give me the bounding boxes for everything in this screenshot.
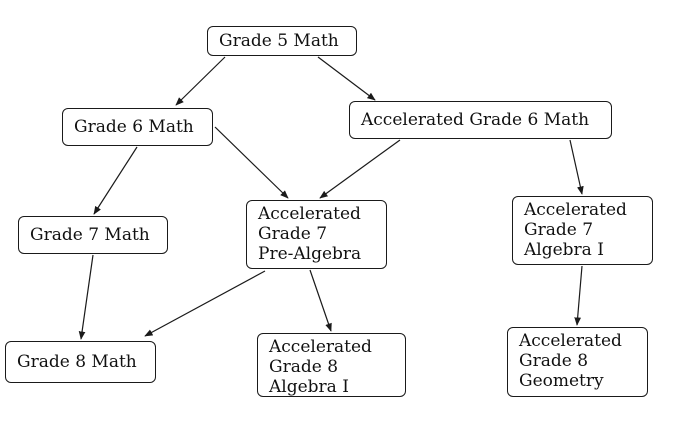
arrow-g5-to-g6 — [175, 56, 226, 106]
node-label-line: Pre-Algebra — [258, 244, 362, 264]
node-label-line: Accelerated — [269, 337, 372, 357]
node-label-line: Grade 5 Math — [219, 31, 339, 51]
node-accelerated-grade-8-geometry: Accelerated Grade 8 Geometry — [507, 327, 648, 397]
node-label: Grade 6 Math — [74, 117, 194, 137]
arrow-g6-to-ag7p — [214, 126, 289, 199]
node-label-line: Grade 8 — [519, 351, 589, 371]
node-label-line: Grade 7 — [524, 220, 594, 240]
node-label: Accelerated Grade 8 Algebra I — [269, 337, 372, 397]
node-label: Grade 7 Math — [30, 225, 150, 245]
node-label-line: Accelerated — [524, 200, 627, 220]
node-label-line: Grade 7 Math — [30, 225, 150, 245]
node-label: Grade 8 Math — [17, 352, 137, 372]
arrow-g7-to-g8 — [78, 254, 94, 340]
node-label-line: Algebra I — [269, 377, 349, 397]
node-grade-7-math: Grade 7 Math — [18, 216, 168, 254]
node-accelerated-grade-6-math: Accelerated Grade 6 Math — [349, 101, 612, 139]
node-label: Grade 5 Math — [219, 31, 339, 51]
node-label-line: Accelerated — [258, 204, 361, 224]
node-label-line: Grade 7 — [258, 224, 328, 244]
node-accelerated-grade-7-pre-algebra: Accelerated Grade 7 Pre-Algebra — [246, 200, 387, 269]
arrow-ag7p-to-g8 — [144, 270, 266, 337]
node-grade-5-math: Grade 5 Math — [207, 26, 357, 56]
node-label-line: Grade 6 Math — [74, 117, 194, 137]
node-label: Accelerated Grade 7 Pre-Algebra — [258, 204, 361, 264]
node-label-line: Grade 8 Math — [17, 352, 137, 372]
node-label-line: Algebra I — [524, 240, 604, 260]
node-label: Accelerated Grade 6 Math — [361, 110, 589, 130]
arrow-ag6-to-ag7p — [319, 139, 401, 199]
node-label: Accelerated Grade 8 Geometry — [519, 331, 622, 391]
node-accelerated-grade-8-algebra-i: Accelerated Grade 8 Algebra I — [257, 333, 406, 397]
node-label-line: Accelerated — [519, 331, 622, 351]
arrow-ag6-to-ag7a — [569, 139, 584, 195]
node-label-line: Geometry — [519, 371, 604, 391]
arrow-ag7p-to-ag8a — [309, 269, 332, 332]
node-label-line: Accelerated Grade 6 Math — [361, 110, 590, 130]
arrow-ag7a-to-ag8g — [574, 265, 583, 326]
node-label: Accelerated Grade 7 Algebra I — [524, 200, 627, 260]
arrow-g6-to-g7 — [93, 146, 138, 215]
node-grade-6-math: Grade 6 Math — [62, 108, 213, 146]
node-accelerated-grade-7-algebra-i: Accelerated Grade 7 Algebra I — [512, 196, 653, 265]
node-grade-8-math: Grade 8 Math — [5, 341, 156, 383]
node-label-line: Grade 8 — [269, 357, 339, 377]
arrow-g5-to-ag6 — [317, 56, 376, 101]
